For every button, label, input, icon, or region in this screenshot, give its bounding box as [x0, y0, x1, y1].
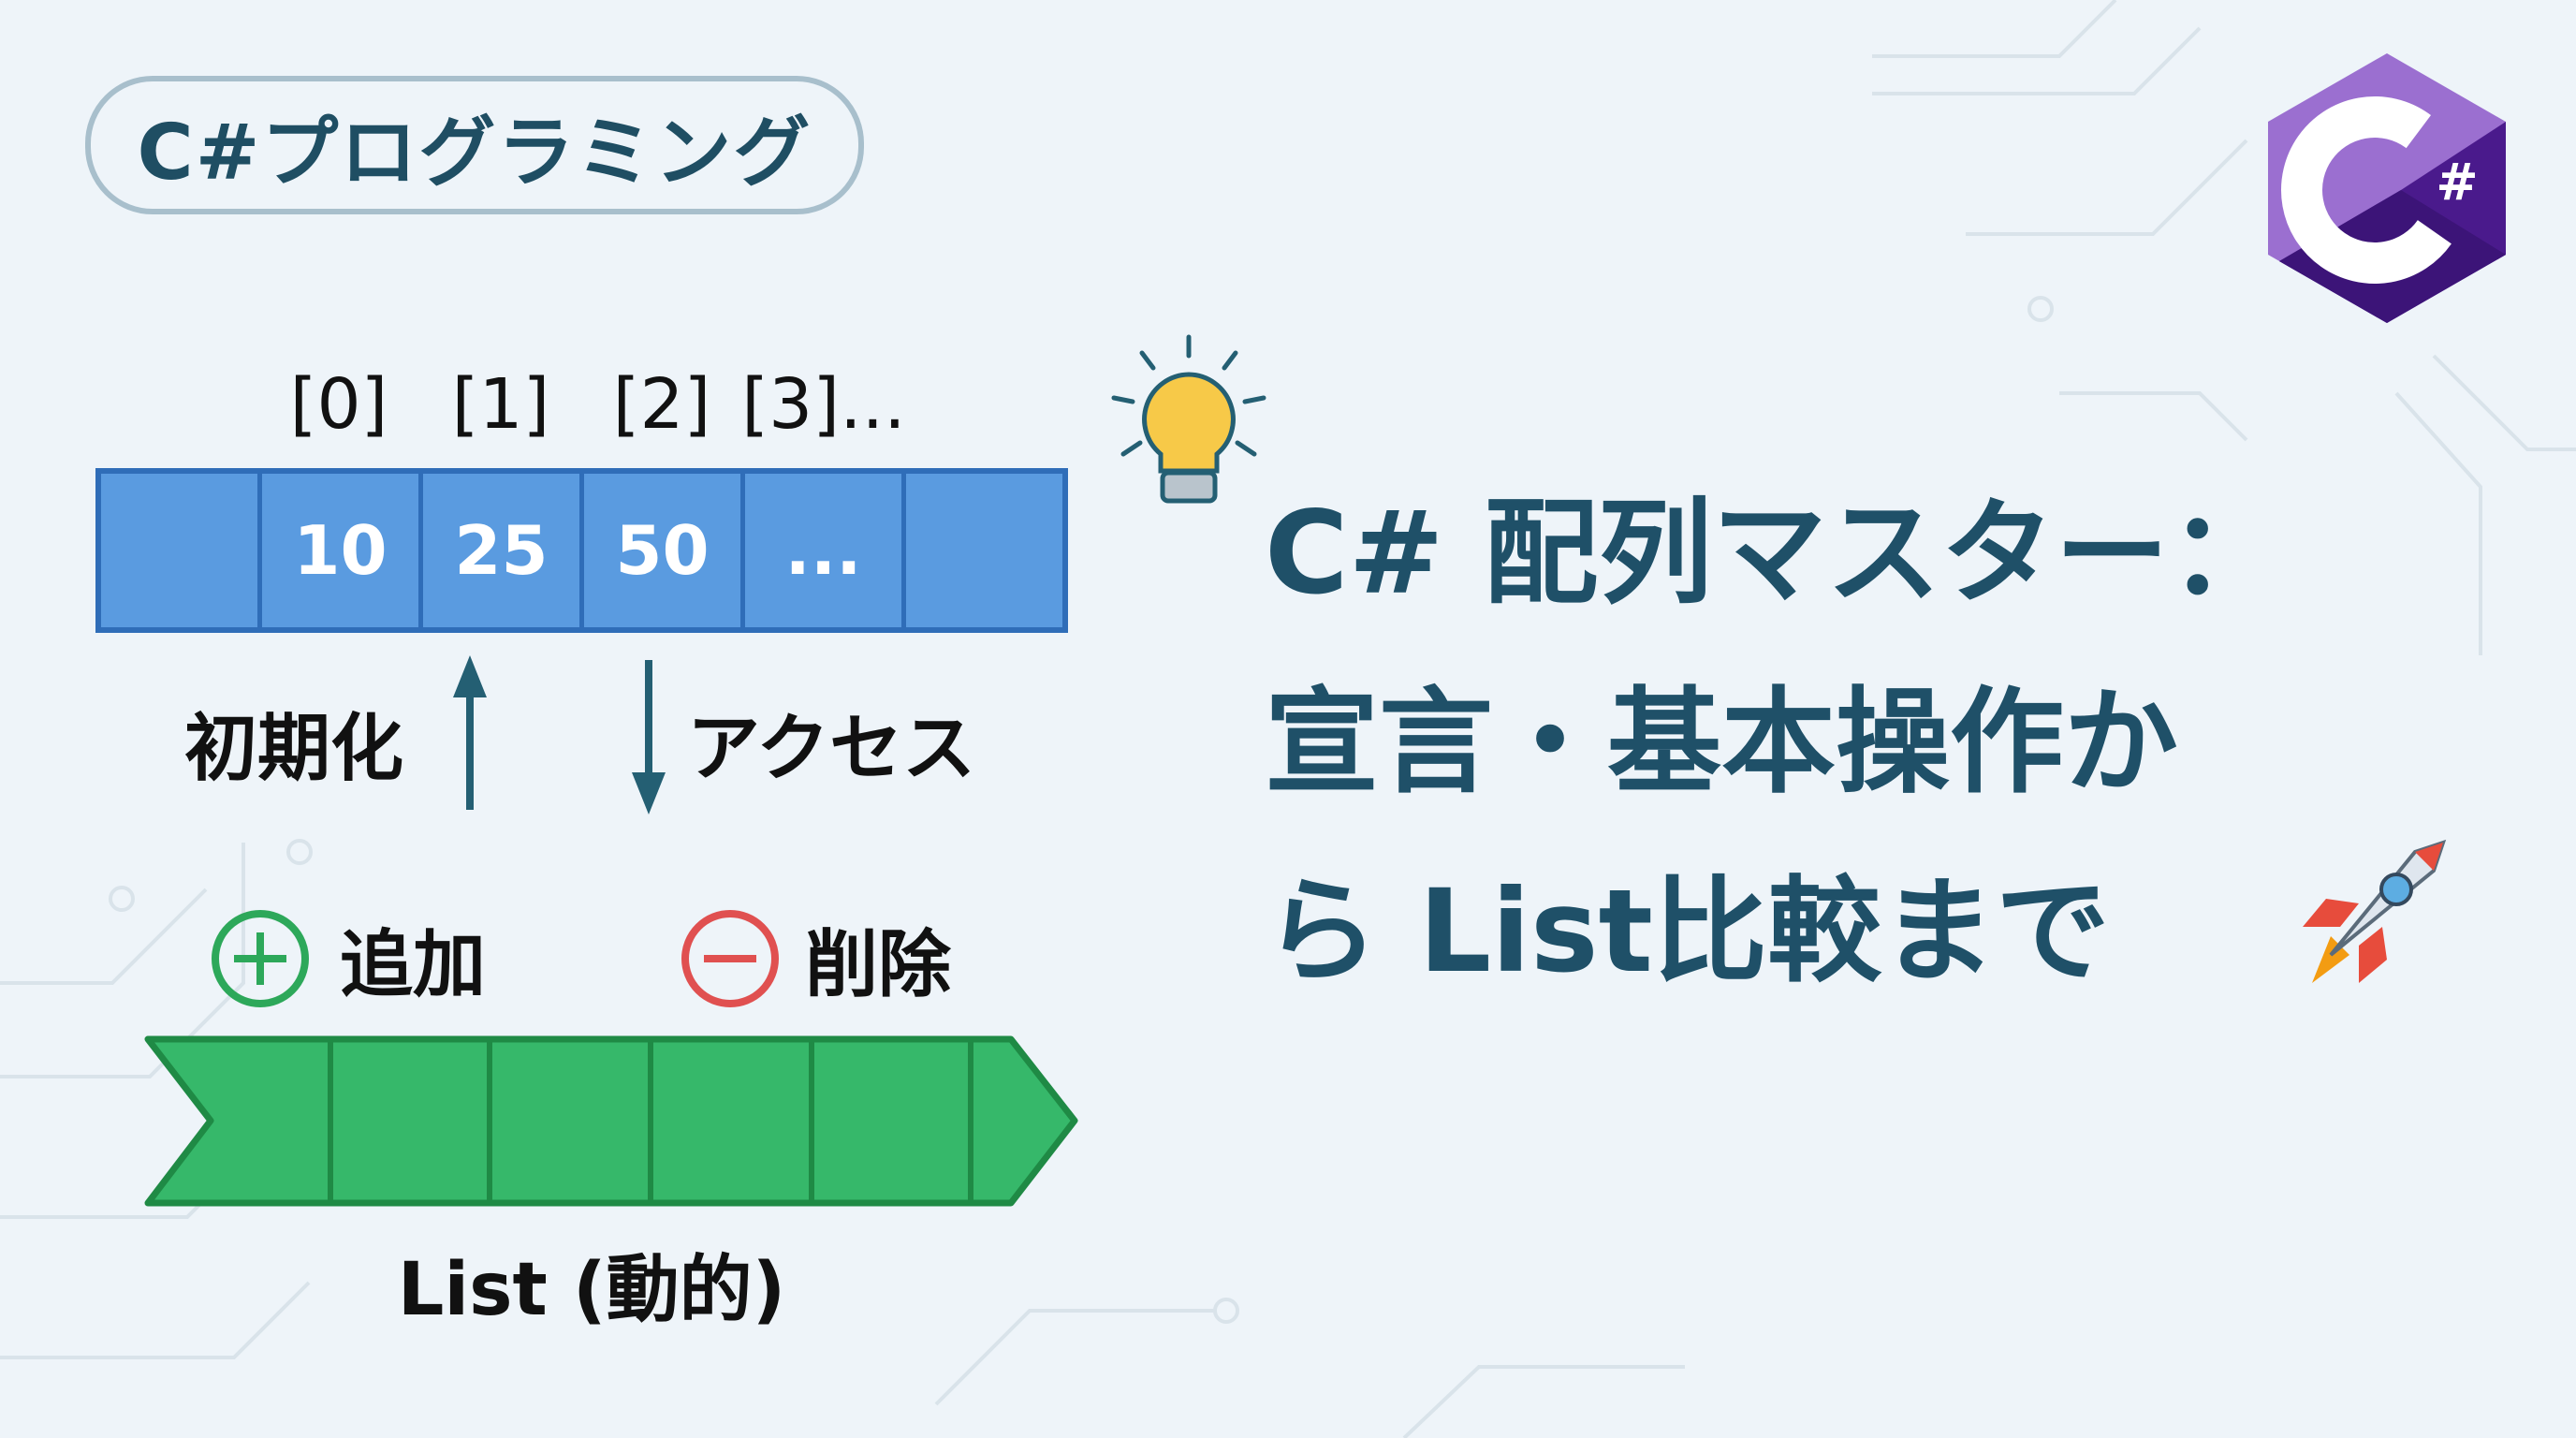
array-index-1: [1]: [451, 364, 550, 445]
array-cell: 50: [584, 474, 745, 627]
title-line-3: ら List比較まで: [1265, 865, 2110, 998]
title-line-1: C# 配列マスター：: [1265, 487, 2284, 620]
arrows-icon: [453, 655, 666, 814]
category-badge-label: C#プログラミング: [137, 108, 812, 198]
svg-text:#: #: [2436, 153, 2478, 212]
array-cell: ...: [745, 474, 906, 627]
access-label: アクセス: [687, 707, 976, 791]
array-index-0: [0]: [289, 364, 388, 445]
array-cell: [906, 474, 1062, 627]
minus-circle-icon: [681, 910, 779, 1007]
array-index-3: [3]...: [741, 364, 906, 445]
down-arrow-icon: [632, 660, 666, 814]
array-index-2: [2]: [612, 364, 711, 445]
up-arrow-icon: [453, 655, 487, 810]
plus-circle-icon: [212, 910, 309, 1007]
page-title: C# 配列マスター： 宣言・基本操作か ら List比較まで: [1265, 459, 2556, 1026]
title-line-2: 宣言・基本操作か: [1265, 676, 2178, 809]
array-cell: 10: [262, 474, 423, 627]
category-badge: C#プログラミング: [85, 76, 864, 214]
array-diagram: 10 25 50 ...: [95, 468, 1068, 633]
list-label: List (動的): [397, 1248, 786, 1332]
initialize-label: 初期化: [184, 707, 404, 791]
array-cell: [101, 474, 262, 627]
rocket-icon: [2303, 839, 2447, 983]
list-diagram: [144, 1035, 1078, 1207]
remove-label: 削除: [805, 923, 952, 1007]
csharp-logo: #: [2268, 53, 2506, 323]
lightbulb-icon: [1111, 334, 1266, 504]
add-label: 追加: [340, 923, 487, 1007]
array-cell: 25: [423, 474, 584, 627]
